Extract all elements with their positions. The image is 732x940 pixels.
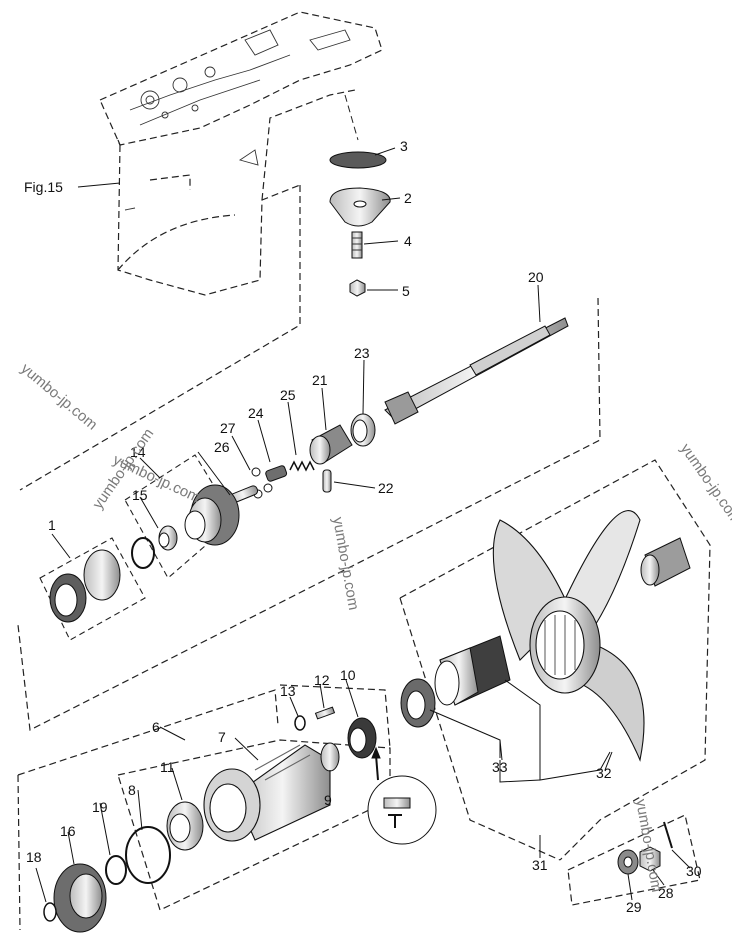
propeller-group-outline [399,459,711,861]
part-label-15: 15 [132,487,148,503]
part-label-29: 29 [626,899,642,915]
part-33-washer [400,678,436,728]
part-label-8: 8 [128,782,136,798]
part-label-30: 30 [686,863,702,879]
part-21-clutch [309,424,353,465]
part-label-18: 18 [26,849,42,865]
part-label-25: 25 [280,387,296,403]
part-13-washer [294,715,306,731]
part-label-7: 7 [218,729,226,745]
part-1-group-outline [39,537,146,641]
gear-14-group-outline [124,454,236,579]
housing-details [124,29,351,211]
part-label-26: 26 [214,439,230,455]
part-1-bearing [49,549,121,623]
part-number-labels: 1234567891011121314151618192021222324252… [26,138,702,915]
part-label-11: 11 [160,759,175,775]
part-label-2: 2 [404,190,412,206]
part-label-14: 14 [130,444,146,460]
part-label-1: 1 [48,517,56,533]
figure-reference-label: Fig.15 [24,179,63,195]
part-label-19: 19 [92,799,108,815]
part-label-16: 16 [60,823,76,839]
lower-case-housing [19,11,383,491]
part-32-propeller [492,510,645,762]
part-label-10: 10 [340,667,356,683]
housing-to-part2-line [344,94,359,141]
ring-seal [131,537,155,569]
part-7-carrier [203,744,331,842]
part-label-21: 21 [312,372,328,388]
detail-callout [367,746,437,845]
part-14-forward-gear [184,484,240,546]
part-label-6: 6 [152,719,160,735]
part-label-33: 33 [492,759,508,775]
lower-group-outline [17,684,391,931]
part-32-bushing [434,635,511,706]
part-label-3: 3 [400,138,408,154]
part-30-cotter-pin [663,821,673,849]
part-10-needle-bearing [347,717,377,759]
part-label-27: 27 [220,420,236,436]
leader-lines [35,147,691,903]
part-5-nut [349,279,366,297]
part-11-bearing [166,801,204,851]
part-label-31: 31 [532,857,548,873]
part-8-o-ring [125,826,171,884]
shaft-group-outline [17,297,601,731]
part-9-bearing [320,742,340,772]
part-label-28: 28 [658,885,674,901]
part-25-spring [289,460,315,472]
part-label-32: 32 [596,765,612,781]
watermark-4: yumbo-jp.com [329,516,362,612]
watermark-5: yumbo-jp.com [677,441,732,528]
part-label-12: 12 [314,672,330,688]
part-4-stud [351,231,363,259]
part-label-24: 24 [248,405,264,421]
part-label-23: 23 [354,345,370,361]
part-19-shim [105,855,127,885]
part-label-5: 5 [402,283,410,299]
part-15-bearing [158,525,178,551]
part-20-shaft [384,317,569,425]
part-12-bolt [314,706,336,720]
part-2-cover [329,187,391,227]
part-spacer-spline [640,537,691,587]
part-16-reverse-gear [53,863,107,933]
part-label-20: 20 [528,269,544,285]
watermark-6: yumbo-jp.com [632,798,665,894]
part-23-bushing [350,413,376,447]
part-18-washer [43,902,57,922]
part-label-13: 13 [280,683,296,699]
part-label-4: 4 [404,233,412,249]
part-28-nut [639,846,661,872]
part-22-pin [322,469,332,493]
watermark-1: yumbo-jp.com [17,360,100,434]
part-24-slider [265,465,288,482]
part-3-gasket [329,151,387,169]
part-29-washer [617,849,639,875]
part-label-22: 22 [378,480,394,496]
part-label-9: 9 [324,792,332,808]
